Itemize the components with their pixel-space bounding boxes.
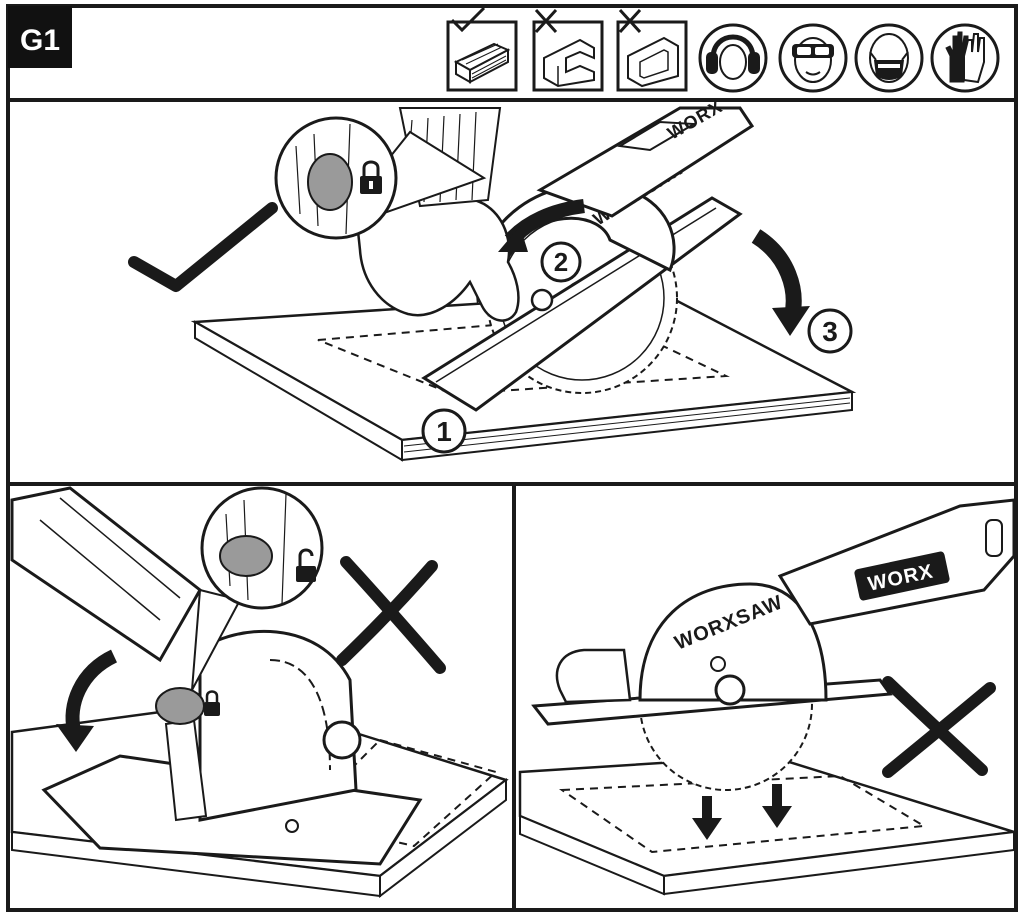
magnify-callout-locked: [274, 116, 487, 240]
lock-knob-gray: [155, 687, 205, 725]
downward-arrow: [65, 649, 118, 732]
cross-mark-icon: [618, 8, 642, 34]
padlock-closed-icon: [360, 160, 382, 194]
saw-handle: [536, 106, 755, 218]
padlock-closed-icon: [204, 690, 220, 716]
step-2-badge: 2: [540, 241, 582, 283]
depth-lock-knob: [530, 288, 554, 312]
figure-label: G1: [8, 6, 72, 68]
step-1-badge: 1: [421, 408, 467, 454]
svg-text:3: 3: [822, 316, 838, 347]
large-check-mark: [128, 202, 278, 292]
panel-bottom-right-incorrect: WORXSAW WORX: [518, 498, 1016, 896]
blade-guard: [638, 582, 828, 702]
handle-brand-badge: WORX: [854, 551, 950, 601]
figure-label-text: G1: [20, 24, 60, 57]
dust-mask-icon: [854, 23, 924, 93]
large-cross-mark: [336, 556, 446, 674]
magnify-callout-unlocked: [191, 486, 324, 691]
downward-arrows: [692, 784, 792, 840]
plunge-arrow-step-3: [751, 229, 802, 318]
padlock-open-icon: [296, 548, 316, 582]
metal-channel-icon: [532, 8, 604, 92]
cross-mark-icon: [534, 8, 558, 34]
panel-top-correct: WORXSAW WORX: [128, 96, 857, 462]
svg-text:1: 1: [436, 416, 452, 447]
blade-guard: [475, 182, 676, 305]
ear-protection-icon: [698, 23, 768, 93]
checkmark-icon: [450, 6, 486, 33]
large-cross-mark: [882, 676, 996, 778]
lock-knob-gray: [307, 153, 353, 211]
svg-text:2: 2: [554, 247, 568, 277]
panel-bottom-left-incorrect: [10, 486, 509, 899]
eye-protection-icon: [778, 23, 848, 93]
wood-board-icon: [446, 6, 518, 92]
gloves-icon: [930, 23, 1000, 93]
saw-handle: [10, 486, 202, 663]
step-3-badge: 3: [807, 308, 853, 354]
metal-profile-icon: [616, 8, 688, 92]
lock-knob-gray: [219, 535, 273, 577]
